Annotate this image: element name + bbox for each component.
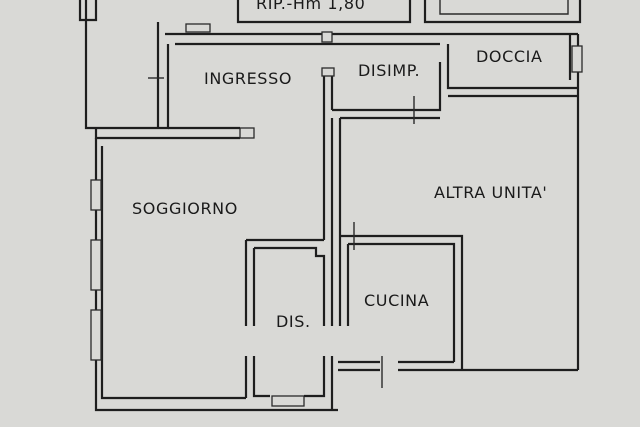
- walls: [78, 0, 583, 412]
- room-label-disimpegno: DISIMP.: [358, 61, 420, 80]
- room-labels: RIP.-Hm 1,80 INGRESSO DISIMP. DOCCIA ALT…: [132, 0, 547, 331]
- room-label-ingresso: INGRESSO: [204, 69, 292, 88]
- room-label-altra-unita: ALTRA UNITA': [434, 183, 547, 202]
- room-label-cucina: CUCINA: [364, 291, 429, 310]
- room-label-doccia: DOCCIA: [476, 47, 543, 66]
- room-label-dis: DIS.: [276, 312, 311, 331]
- room-label-ripostiglio: RIP.-Hm 1,80: [256, 0, 365, 13]
- room-label-soggiorno: SOGGIORNO: [132, 199, 238, 218]
